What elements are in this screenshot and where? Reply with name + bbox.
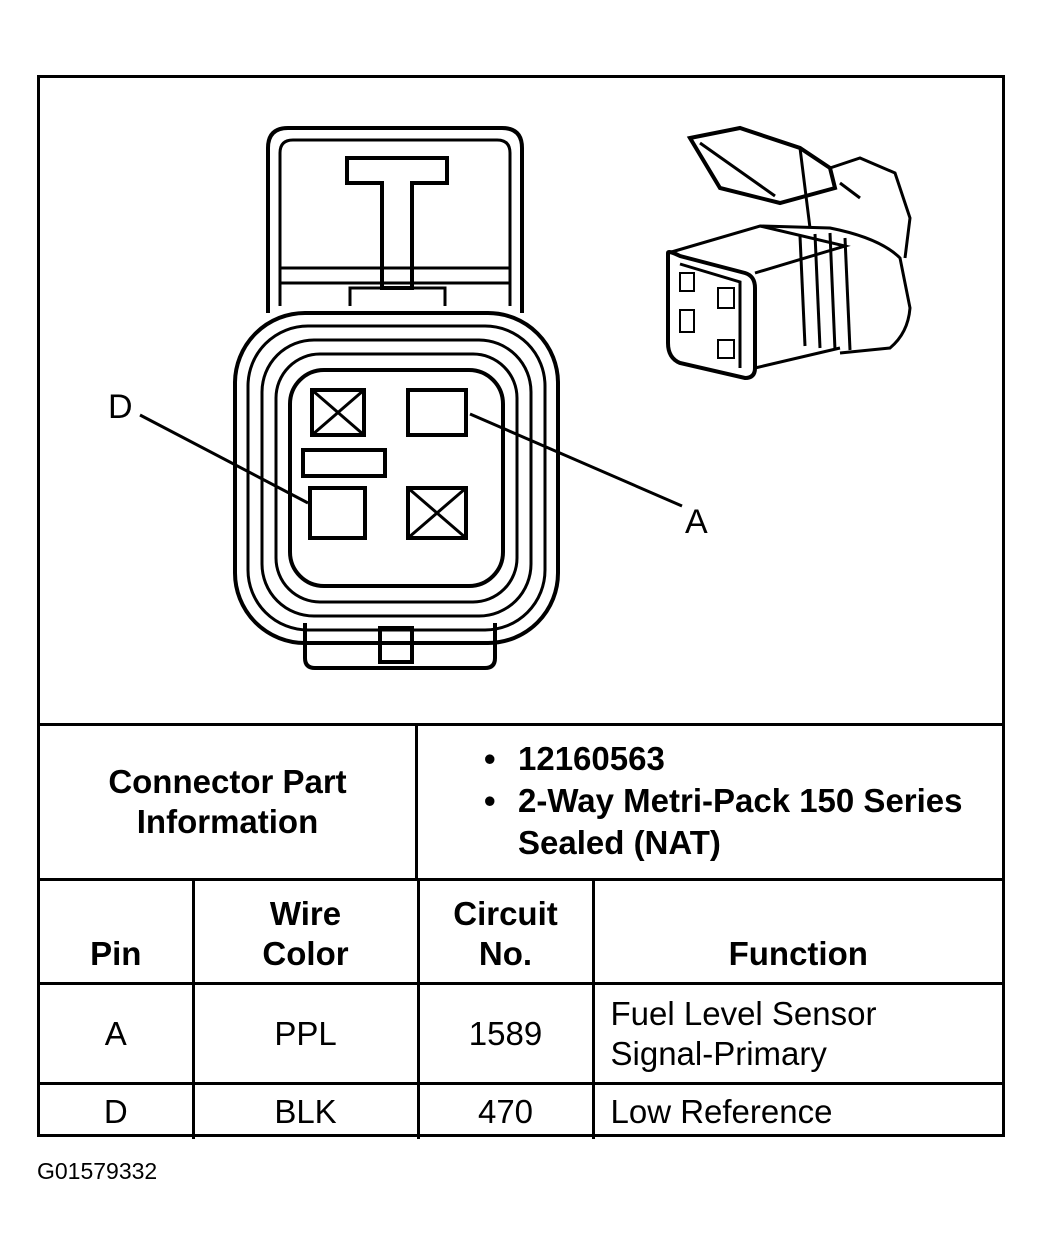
pin-table-header: Pin Wire Color Circuit No. Function (40, 878, 1002, 985)
table-row: A PPL 1589 Fuel Level Sensor Signal-Prim… (40, 982, 1002, 1085)
header-function: Function (591, 878, 1002, 985)
cell-circuit: 470 (416, 1082, 595, 1139)
cell-function: Low Reference (591, 1082, 1002, 1139)
connector-isometric-view (666, 125, 912, 381)
cell-wire-color: BLK (191, 1082, 420, 1139)
header-circuit-no: Circuit No. (416, 878, 595, 985)
connector-sheet: D A Connector Part Information • 1216056… (37, 75, 1005, 1139)
connector-face-view (139, 126, 683, 670)
connector-seal: Sealed (NAT) (518, 824, 721, 861)
cavity-d (308, 486, 367, 540)
bullet-icon: • (484, 740, 496, 777)
cell-circuit: 1589 (416, 982, 595, 1085)
cell-wire-color: PPL (191, 982, 420, 1085)
connector-part-info: Connector Part Information • 12160563 • … (40, 723, 1002, 878)
part-number: • 12160563 (418, 738, 1002, 780)
header-wire-color: Wire Color (191, 878, 420, 985)
connector-series: • 2-Way Metri-Pack 150 Series (418, 780, 1002, 822)
callout-d: D (108, 388, 133, 426)
connector-part-info-items: • 12160563 • 2-Way Metri-Pack 150 Series… (418, 726, 1002, 878)
cell-function: Fuel Level Sensor Signal-Primary (591, 982, 1002, 1085)
cavity-a (406, 388, 468, 437)
pin-table: Pin Wire Color Circuit No. Function A PP… (40, 878, 1002, 1139)
cavity-plugged-lower-right (406, 486, 468, 540)
document-id: G01579332 (37, 1158, 158, 1184)
table-row: D BLK 470 Low Reference (40, 1082, 1002, 1139)
connector-part-info-label: Connector Part Information (40, 726, 418, 878)
bullet-icon: • (484, 782, 496, 819)
callout-a: A (685, 503, 708, 541)
connector-diagram: D A (40, 78, 1002, 723)
cell-pin: D (40, 1082, 195, 1139)
cell-pin: A (40, 982, 195, 1085)
header-pin: Pin (40, 878, 195, 985)
cavity-plugged-upper-left (310, 388, 366, 437)
